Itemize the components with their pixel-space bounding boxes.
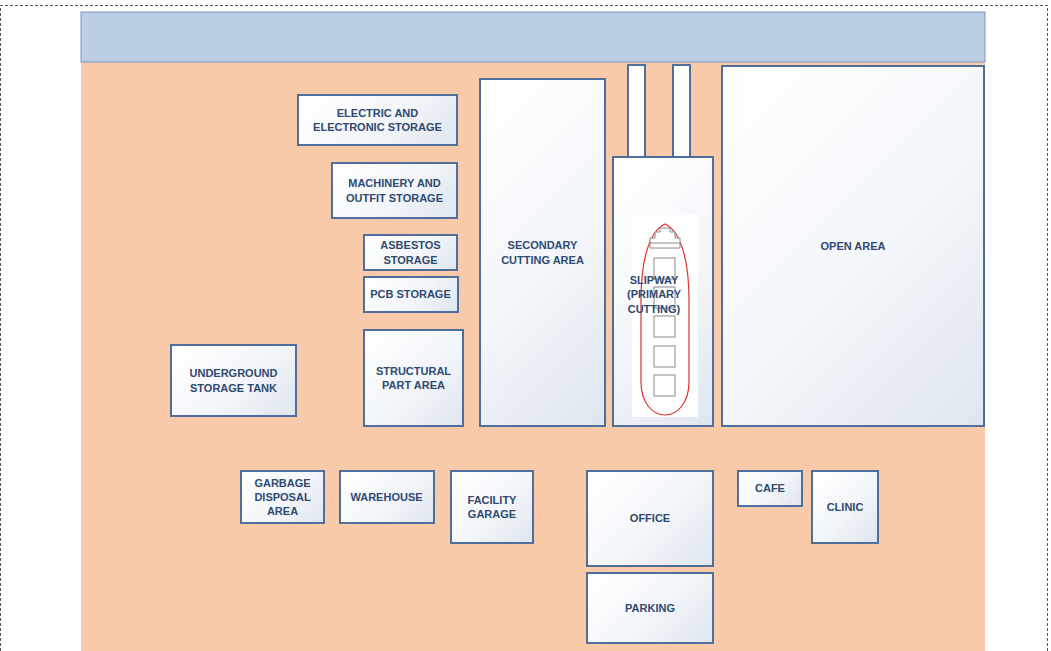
- area-box: CLINIC: [811, 470, 879, 544]
- slipway-rail: [673, 65, 690, 157]
- area-label: ELECTRIC AND ELECTRONIC STORAGE: [303, 106, 453, 135]
- area-box: OFFICE: [586, 470, 714, 567]
- water-band: [81, 12, 985, 62]
- area-box: OPEN AREA: [721, 65, 985, 427]
- area-label: FACILITY GARAGE: [457, 493, 527, 522]
- area-box: SECONDARY CUTTING AREA: [479, 78, 606, 427]
- area-label: ASBESTOS STORAGE: [368, 238, 453, 267]
- area-box: ELECTRIC AND ELECTRONIC STORAGE: [297, 94, 458, 146]
- ship-bridge-deck: [650, 243, 680, 244]
- area-label: STRUCTURAL PART AREA: [374, 364, 454, 393]
- site-boundary: [1, 6, 1048, 651]
- area-box: ASBESTOS STORAGE: [363, 234, 458, 271]
- area-box: GARBAGE DISPOSAL AREA: [240, 470, 325, 524]
- area-box: UNDERGROUND STORAGE TANK: [170, 344, 297, 417]
- area-label: SLIPWAY (PRIMARY CUTTING): [614, 273, 694, 316]
- area-box: PCB STORAGE: [363, 276, 459, 313]
- area-label: SECONDARY CUTTING AREA: [488, 238, 598, 267]
- area-label: GARBAGE DISPOSAL AREA: [248, 476, 318, 519]
- area-label: CAFE: [741, 481, 799, 495]
- ship-bridge: [650, 228, 680, 248]
- cargo-hold: [654, 375, 675, 396]
- yard-ground: [81, 62, 985, 651]
- area-label: OFFICE: [595, 511, 705, 525]
- area-box: CAFE: [737, 470, 803, 507]
- area-label: OPEN AREA: [753, 239, 953, 253]
- area-box: SLIPWAY (PRIMARY CUTTING): [612, 156, 714, 427]
- area-label: PARKING: [595, 601, 705, 615]
- cargo-hold: [654, 316, 675, 337]
- slipway-rail: [628, 65, 645, 157]
- cargo-holds: [654, 258, 675, 396]
- area-label: UNDERGROUND STORAGE TANK: [176, 366, 291, 395]
- cargo-hold: [654, 346, 675, 367]
- area-label: CLINIC: [815, 500, 875, 514]
- cargo-hold: [654, 258, 675, 279]
- area-box: MACHINERY AND OUTFIT STORAGE: [331, 162, 458, 219]
- area-label: WAREHOUSE: [343, 490, 431, 504]
- ship-berth: [632, 215, 698, 417]
- cargo-hold: [654, 287, 675, 308]
- area-box: FACILITY GARAGE: [450, 470, 534, 544]
- area-box: STRUCTURAL PART AREA: [363, 329, 464, 427]
- area-label: MACHINERY AND OUTFIT STORAGE: [337, 176, 452, 205]
- area-box: WAREHOUSE: [339, 470, 435, 524]
- ship-hull: [641, 224, 689, 415]
- area-box: PARKING: [586, 572, 714, 644]
- area-label: PCB STORAGE: [367, 287, 455, 301]
